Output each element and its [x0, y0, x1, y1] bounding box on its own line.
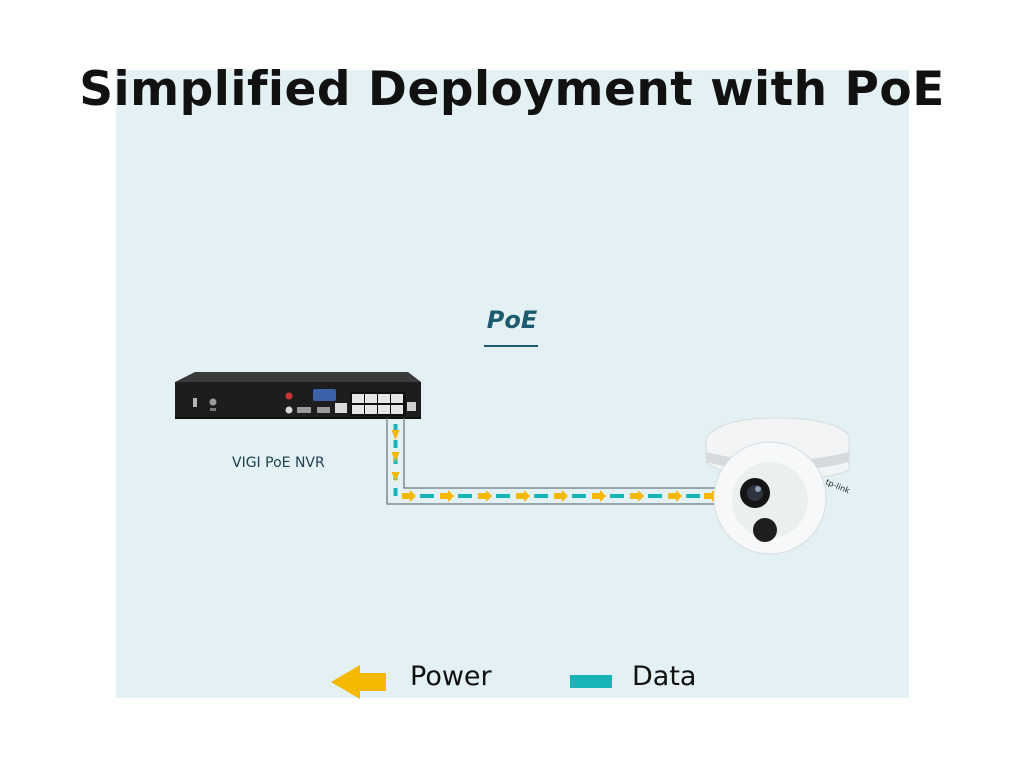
svg-text:tp-link: tp-link — [824, 478, 851, 496]
power-arrow-icon — [331, 665, 386, 699]
legend-data-label: Data — [632, 661, 697, 692]
turret-camera-icon: tp-link — [705, 417, 851, 555]
poe-label-underline — [484, 345, 538, 347]
poe-cable — [386, 418, 724, 505]
data-dash-icon — [570, 675, 612, 688]
nvr-device-icon — [175, 372, 421, 419]
page-title: Simplified Deployment with PoE — [79, 62, 945, 117]
poe-connection-label: PoE — [486, 306, 538, 334]
nvr-label: VIGI PoE NVR — [232, 455, 325, 471]
legend-power-label: Power — [410, 661, 492, 692]
